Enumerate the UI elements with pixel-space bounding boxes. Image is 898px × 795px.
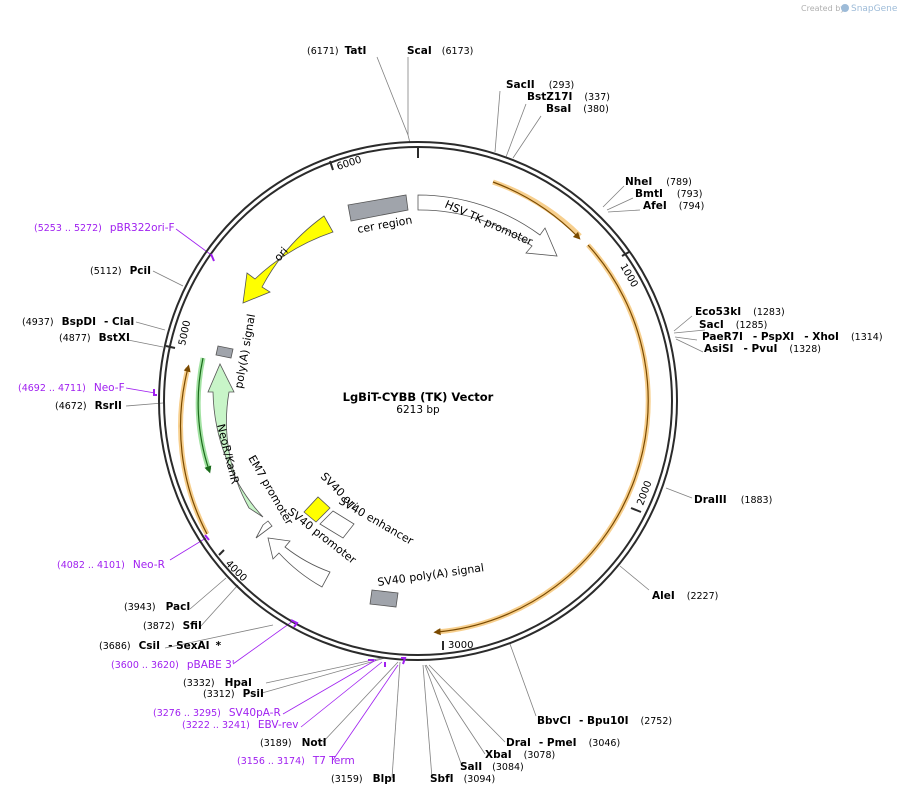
brand-prefix: Created by [801, 4, 845, 13]
map-title: LgBiT-CYBB (TK) Vector 6213 bp [343, 390, 494, 416]
site-draiii: DraIII(1883) [694, 494, 772, 506]
sv40-polya-label: SV40 poly(A) signal [377, 561, 485, 589]
snapgene-watermark: Created by SnapGene [801, 4, 898, 14]
site-nhei: NheI(789) [625, 176, 692, 188]
cer-region-feature [347, 194, 409, 222]
features [207, 194, 558, 608]
sv40-promoter-feature [267, 537, 331, 588]
tick-5000: 5000 [177, 319, 193, 346]
site-paci: (3943)PacI [124, 601, 190, 613]
site-alei: AleI(2227) [652, 590, 718, 602]
primer-ebv-rev: (3222 .. 3241)EBV-rev [182, 719, 299, 731]
site-hpai: (3332)HpaI [183, 677, 252, 689]
snapgene-logo-icon [841, 4, 849, 12]
backbone-ticks [165, 147, 642, 650]
site-csii: (3686)CsiI- SexAI* [99, 640, 222, 652]
tick-3000: 3000 [448, 640, 473, 651]
brand-name: SnapGene [851, 4, 898, 14]
primer-leader-lines [125, 228, 399, 761]
sv40-polya-feature [369, 589, 399, 608]
hsv-tk-promoter-feature [417, 194, 558, 257]
site-bmti: BmtI(793) [635, 188, 702, 200]
tick-6000: 6000 [336, 155, 364, 173]
site-labels: (6171)TatI ScaI(6173) SacII(293) BstZ17I… [22, 45, 883, 785]
primer-marks [153, 253, 407, 667]
site-bstz17i: BstZ17I(337) [527, 91, 610, 103]
tick-1000: 1000 [617, 262, 639, 290]
neo-kanr-feature [207, 363, 264, 518]
site-pcii: (5112)PciI [90, 265, 151, 277]
em7-promoter-feature [255, 520, 273, 539]
primer-neo-f: (4692 .. 4711)Neo-F [18, 382, 125, 394]
ori-label: ori [272, 245, 291, 264]
site-scai: ScaI(6173) [407, 45, 473, 57]
site-noti: (3189)NotI [260, 737, 327, 749]
site-sali: SalI(3084) [460, 761, 524, 773]
site-drai: DraI- PmeI(3046) [506, 737, 620, 749]
site-bsai: BsaI(380) [546, 103, 609, 115]
site-bspdi: (4937)BspDI- ClaI [22, 316, 134, 328]
plasmid-length: 6213 bp [396, 404, 440, 416]
site-saci: SacI(1285) [699, 319, 767, 331]
site-eco53ki: Eco53kI(1283) [695, 306, 785, 318]
site-afei: AfeI(794) [643, 200, 704, 212]
site-xbai: XbaI(3078) [485, 749, 555, 761]
sv40-enhancer-feature [319, 510, 355, 539]
site-psii: (3312)PsiI [203, 688, 264, 700]
site-paer7i: PaeR7I- PspXI- XhoI(1314) [702, 331, 883, 343]
site-bstxi: (4877)BstXI [59, 332, 130, 344]
primer-pbr322ori-f: (5253 .. 5272)pBR322ori-F [34, 222, 175, 234]
site-tati: (6171)TatI [307, 45, 366, 57]
site-sacii: SacII(293) [506, 79, 574, 91]
orf-arcs [178, 179, 651, 636]
site-bbvci: BbvCI- Bpu10I(2752) [537, 715, 672, 727]
primer-neo-r: (4082 .. 4101)Neo-R [57, 559, 165, 571]
site-sbfi: SbfI(3094) [430, 773, 495, 785]
site-blpi: (3159)BlpI [331, 773, 396, 785]
ori-feature [242, 215, 334, 304]
site-asisi: AsiSI- PvuI(1328) [704, 343, 821, 355]
sv40-ori-feature [303, 496, 331, 523]
leader-lines [125, 56, 706, 779]
site-sfii: (3872)SfiI [143, 620, 202, 632]
polya-signal-label: poly(A) signal [232, 313, 258, 390]
polya-signal-feature [215, 345, 234, 359]
plasmid-name: LgBiT-CYBB (TK) Vector [343, 390, 494, 404]
site-rsrii: (4672)RsrII [55, 400, 122, 412]
neo-kanr-label: NeoR/KanR [214, 423, 242, 486]
primer-t7-term: (3156 .. 3174)T7 Term [237, 755, 355, 767]
tick-4000: 4000 [223, 558, 249, 584]
primer-sv40pa-r: (3276 .. 3295)SV40pA-R [153, 707, 281, 719]
primer-pbabe3: (3600 .. 3620)pBABE 3' [111, 659, 235, 671]
primer-labels: (5253 .. 5272)pBR322ori-F (4692 .. 4711)… [18, 222, 355, 767]
